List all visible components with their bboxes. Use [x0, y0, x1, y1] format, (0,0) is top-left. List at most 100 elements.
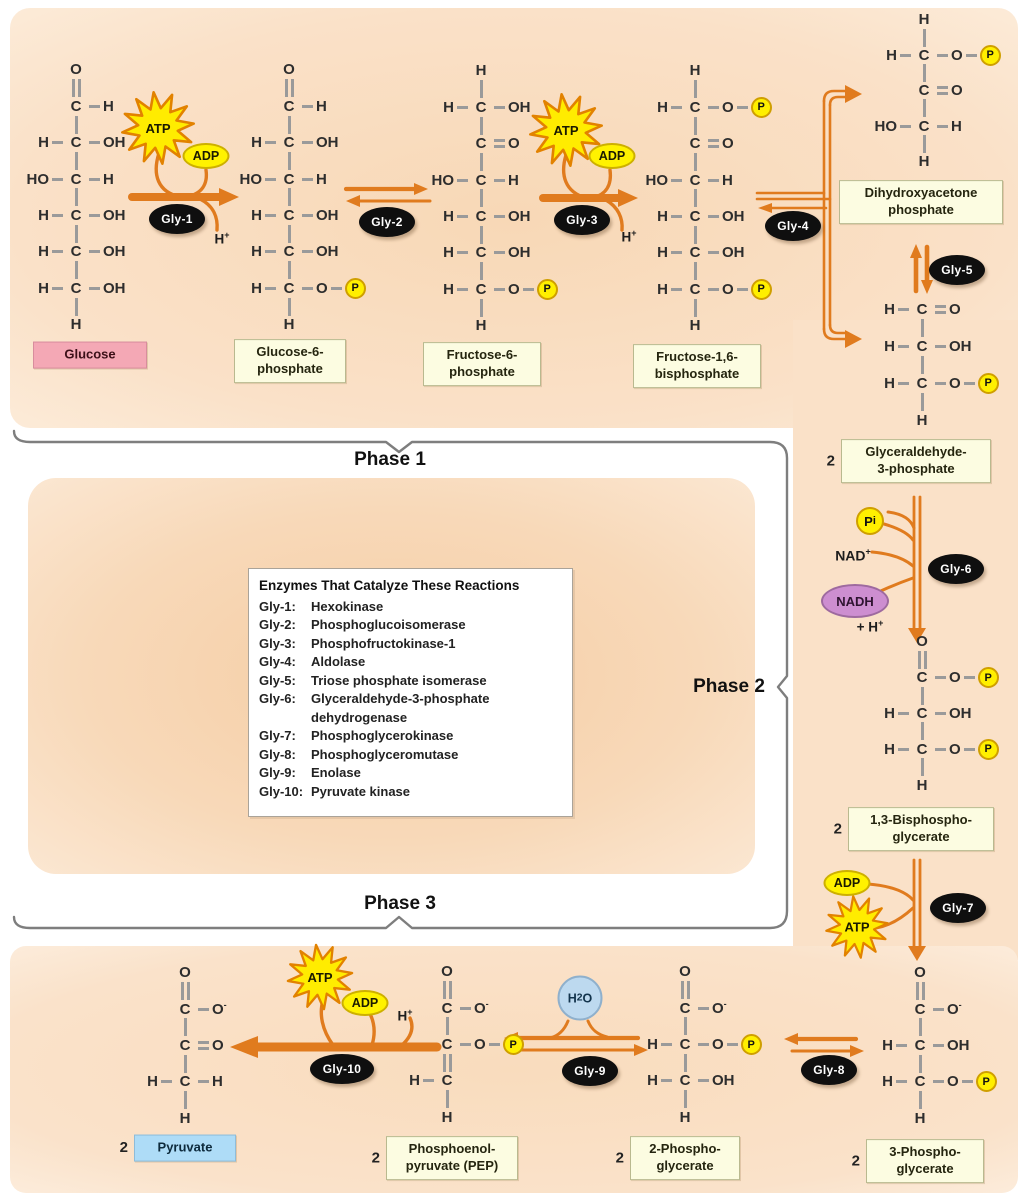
- label-box: Phosphoenol-pyruvate (PEP): [386, 1136, 518, 1180]
- phosphate-icon: P: [536, 278, 558, 300]
- legend-enzyme-id: Gly-5:: [259, 672, 296, 688]
- legend-enzyme-name: Aldolase: [311, 654, 366, 670]
- atp-label: ATP: [844, 919, 870, 935]
- quantity-label: 2: [833, 820, 842, 838]
- legend-enzyme-id: Gly-3:: [259, 635, 296, 651]
- legend-enzyme-id: Gly-7:: [259, 728, 296, 744]
- legend-enzyme-name: Glyceraldehyde-3-phosphate dehydrogenase: [311, 691, 490, 725]
- legend-entry-gly-7: Gly-7: Phosphoglycerokinase: [259, 727, 562, 745]
- label-g6p: Glucose-6-phosphate: [234, 339, 346, 383]
- adp-badge: ADP: [823, 870, 871, 896]
- phosphate-icon: P: [977, 372, 999, 394]
- adp-badge: ADP: [182, 143, 230, 169]
- legend-entry-gly-3: Gly-3: Phosphofructokinase-1: [259, 635, 562, 653]
- legend-entry-gly-10: Gly-10:Pyruvate kinase: [259, 783, 562, 801]
- starburst-icon: [120, 90, 195, 165]
- enzyme-badge-gly-1: Gly-1: [149, 204, 205, 234]
- starburst-icon: [825, 895, 889, 959]
- atp-badge: ATP: [527, 91, 605, 169]
- label-pyruvate: 2 Pyruvate: [120, 1134, 236, 1162]
- legend-enzyme-name: Enolase: [311, 765, 361, 781]
- enzyme-badge-gly-10: Gly-10: [310, 1054, 374, 1084]
- enzyme-badge-gly-8: Gly-8: [801, 1055, 857, 1085]
- enzyme-badge-gly-6: Gly-6: [928, 554, 984, 584]
- label-glucose: Glucose: [33, 341, 147, 369]
- legend-enzyme-id: Gly-6:: [259, 691, 296, 707]
- legend-entry-gly-6: Gly-6: Glyceraldehyde-3-phosphate dehydro…: [259, 690, 562, 727]
- adp-badge: ADP: [341, 990, 389, 1016]
- label-box: Fructose-1,6-bisphosphate: [633, 344, 761, 388]
- legend-enzyme-id: Gly-4:: [259, 654, 296, 670]
- enzyme-badge-gly-3: Gly-3: [554, 205, 610, 235]
- legend-enzyme-name: Phosphoglycerokinase: [311, 728, 454, 744]
- legend-enzyme-name: Phosphofructokinase-1: [311, 635, 456, 651]
- phosphate-icon: P: [750, 278, 772, 300]
- starburst-icon: [286, 943, 354, 1011]
- legend-entry-gly-5: Gly-5: Triose phosphate isomerase: [259, 672, 562, 690]
- label-f16bp: Fructose-1,6-bisphosphate: [633, 344, 761, 388]
- h-plus-label: H+: [397, 1006, 413, 1024]
- enzyme-badge-gly-9: Gly-9: [562, 1056, 618, 1086]
- quantity-label: 2: [851, 1152, 860, 1170]
- label-box: Glyceraldehyde-3-phosphate: [841, 439, 991, 483]
- phosphate-icon: P: [979, 44, 1001, 66]
- legend-enzyme-id: Gly-8:: [259, 746, 296, 762]
- legend-enzyme-name: Phosphoglyceromutase: [311, 746, 459, 762]
- legend-enzyme-id: Gly-1:: [259, 599, 296, 614]
- legend-entry-gly-2: Gly-2:Phosphoglucoisomerase: [259, 616, 562, 634]
- atp-badge: ATP: [823, 893, 890, 960]
- label-box: Glucose-6-phosphate: [234, 339, 346, 383]
- label-f6p: Fructose-6-phosphate: [423, 342, 541, 386]
- atp-label: ATP: [307, 969, 333, 985]
- enzyme-badge-gly-4: Gly-4: [765, 211, 821, 241]
- phosphate-icon: P: [502, 1034, 524, 1056]
- atp-badge: ATP: [119, 89, 197, 167]
- label-box: Pyruvate: [134, 1134, 236, 1162]
- phase-braces: [12, 429, 789, 930]
- atp-badge: ATP: [285, 942, 355, 1012]
- legend-enzyme-name: Triose phosphate isomerase: [311, 672, 487, 688]
- legend-entry-gly-9: Gly-9: Enolase: [259, 764, 562, 782]
- legend-enzyme-id: Gly-9:: [259, 765, 296, 781]
- nad-label: NAD+: [835, 546, 871, 564]
- phosphate-icon: P: [975, 1071, 997, 1093]
- label-box: 2-Phospho-glycerate: [630, 1136, 740, 1180]
- legend-entry-gly-1: Gly-1:Hexokinase: [259, 598, 562, 616]
- phosphate-icon: P: [977, 738, 999, 760]
- legend-title: Enzymes That Catalyze These Reactions: [259, 578, 520, 593]
- enzyme-badge-gly-2: Gly-2: [359, 207, 415, 237]
- phase-2-label: Phase 2: [693, 676, 765, 697]
- adp-badge: ADP: [588, 143, 636, 169]
- quantity-label: 2: [371, 1149, 380, 1167]
- atp-label: ATP: [553, 122, 579, 138]
- phosphate-icon: P: [977, 667, 999, 689]
- quantity-label: 2: [615, 1149, 624, 1167]
- quantity-label: 2: [119, 1139, 128, 1157]
- phosphate-icon: P: [344, 277, 366, 299]
- label-box: Fructose-6-phosphate: [423, 342, 541, 386]
- label-pg2: 2 2-Phospho-glycerate: [616, 1136, 740, 1180]
- enzyme-badge-gly-7: Gly-7: [930, 893, 986, 923]
- atp-label: ATP: [145, 120, 171, 136]
- h-plus-label: H+: [621, 227, 637, 245]
- enzyme-legend: Enzymes That Catalyze These Reactions Gl…: [248, 568, 573, 817]
